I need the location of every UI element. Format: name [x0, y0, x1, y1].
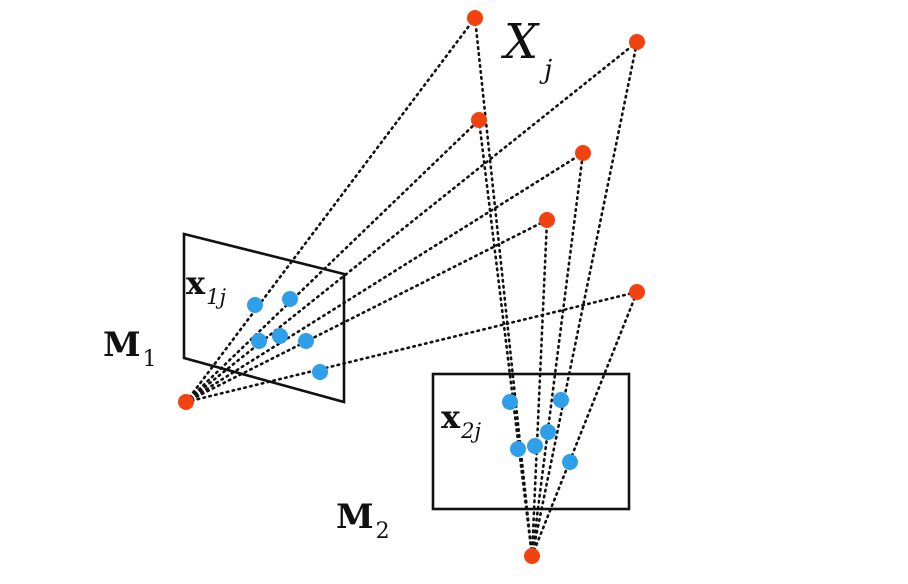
ray-camera-2-point-6 [530, 290, 639, 558]
projection-rays [184, 16, 639, 558]
camera-2-center [524, 548, 540, 564]
world-point-label-main: X [500, 14, 540, 70]
image-2-point-6 [562, 454, 578, 470]
ray-camera-2-point-2 [530, 40, 639, 558]
image-1-point-3 [251, 333, 267, 349]
camera-2-label-main: M [336, 497, 374, 537]
camera-1-label-sub: 1 [143, 347, 157, 372]
image-point-1-label: x1j [186, 264, 226, 309]
ray-camera-2-point-4 [530, 151, 585, 558]
ray-camera-1-point-2 [184, 40, 639, 404]
image-point-1-label-sub: 1j [206, 285, 226, 309]
image-point-2-label-sub: 2j [460, 419, 481, 443]
world-points [467, 10, 645, 300]
ray-camera-2-point-3 [477, 118, 534, 558]
camera-2-label: M2 [336, 497, 390, 544]
image-2-point-5 [540, 424, 556, 440]
image-2-point-4 [527, 438, 543, 454]
ray-camera-1-point-6 [184, 290, 639, 404]
image-1-point-5 [298, 333, 314, 349]
camera-1-center [178, 394, 194, 410]
camera-1-label-main: M [103, 325, 141, 365]
image-plane-2 [431, 372, 631, 511]
image-2-point-3 [510, 441, 526, 457]
image-1-point-2 [282, 291, 298, 307]
image-point-2-label-main: x [441, 398, 461, 436]
image-1-point-1 [247, 297, 263, 313]
image-1-point-6 [312, 364, 328, 380]
ray-camera-1-point-1 [184, 16, 477, 404]
ray-camera-1-point-4 [184, 151, 585, 404]
world-point-label-sub: j [539, 55, 552, 85]
image-point-1-label-main: x [186, 264, 206, 302]
image-2-point-2 [553, 392, 569, 408]
ray-camera-1-point-5 [184, 218, 549, 404]
world-point-4 [575, 145, 591, 161]
ray-camera-2-point-1 [473, 16, 534, 558]
world-point-2 [629, 34, 645, 50]
camera-2-label-sub: 2 [376, 519, 390, 544]
world-point-1 [467, 10, 483, 26]
image-2-point-1 [502, 394, 518, 410]
ray-camera-1-point-3 [184, 118, 481, 404]
image-1-point-4 [272, 328, 288, 344]
camera-1-label: M1 [103, 325, 157, 372]
world-point-6 [629, 284, 645, 300]
camera-centers [178, 394, 540, 564]
image-point-2-label: x2j [441, 398, 481, 443]
world-point-5 [539, 212, 555, 228]
image-points [247, 291, 578, 470]
image-plane-1 [182, 232, 346, 404]
ray-camera-2-point-5 [530, 218, 549, 558]
world-point-3 [471, 112, 487, 128]
